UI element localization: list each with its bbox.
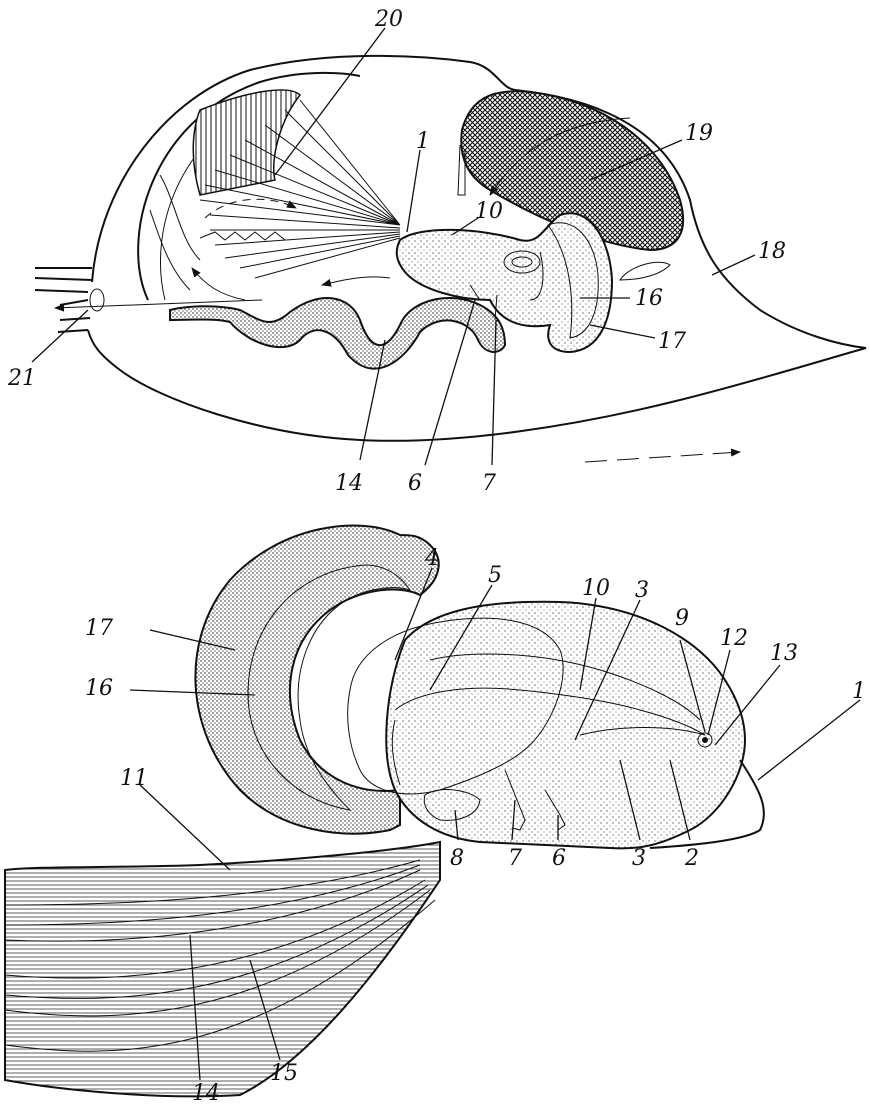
label-20: 20 — [374, 7, 403, 32]
label-16b: 16 — [85, 676, 113, 701]
label-15: 15 — [270, 1061, 298, 1086]
label-4: 4 — [424, 546, 439, 571]
label-21: 21 — [7, 366, 36, 391]
muscle-fan — [150, 90, 400, 290]
label-6: 6 — [408, 471, 422, 496]
label-11: 11 — [120, 766, 148, 791]
label-10: 10 — [475, 199, 503, 224]
organ-complex — [397, 213, 612, 352]
bottom-figure: 4 5 10 3 9 12 13 1 17 16 11 8 7 6 3 2 14… — [5, 525, 866, 1106]
label-14b: 14 — [192, 1081, 220, 1106]
label-14: 14 — [335, 471, 363, 496]
label-10b: 10 — [582, 576, 610, 601]
label-3b: 3 — [632, 846, 646, 871]
main-organ — [386, 602, 745, 849]
label-8: 8 — [450, 846, 464, 871]
label-12: 12 — [720, 626, 748, 651]
label-17b: 17 — [85, 616, 113, 641]
label-5: 5 — [488, 563, 502, 588]
label-1b: 1 — [852, 679, 866, 704]
label-13: 13 — [770, 641, 798, 666]
label-7b: 7 — [508, 846, 522, 871]
label-3a: 3 — [635, 578, 649, 603]
label-19: 19 — [685, 121, 713, 146]
label-17: 17 — [658, 329, 686, 354]
label-7: 7 — [482, 471, 496, 496]
label-2: 2 — [684, 846, 699, 871]
label-6b: 6 — [552, 846, 566, 871]
label-18: 18 — [758, 239, 786, 264]
gut-tube — [170, 298, 505, 369]
left-processes — [35, 268, 92, 332]
label-16: 16 — [635, 286, 663, 311]
top-figure: 20 19 18 1 10 16 17 21 14 6 7 — [7, 7, 866, 496]
label-1: 1 — [416, 129, 430, 154]
label-9: 9 — [675, 606, 689, 631]
